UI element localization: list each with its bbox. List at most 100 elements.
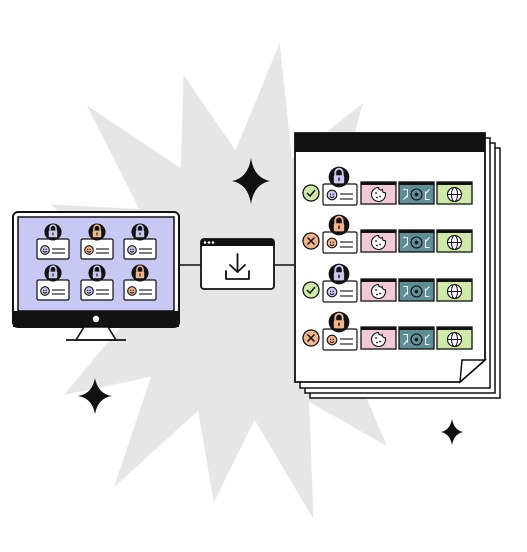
lock-shackle: [93, 224, 101, 232]
document-folded-corner: [459, 359, 487, 384]
globe-icon: [446, 186, 463, 203]
face-avatar: [40, 245, 50, 255]
profile-card[interactable]: [80, 264, 114, 301]
lock-shackle: [49, 224, 57, 232]
profile-card: [322, 311, 358, 351]
cookie-chip: [379, 195, 381, 198]
lock-icon: [328, 311, 350, 333]
web-category[interactable]: [436, 229, 473, 253]
lock-keyhole: [52, 273, 54, 277]
cookie-icon: [370, 331, 387, 348]
lock-icon: [131, 223, 149, 241]
lock-keyhole: [139, 273, 141, 277]
tracker-category[interactable]: [398, 326, 435, 350]
profile-card[interactable]: [80, 223, 114, 260]
face-mouth: [42, 291, 48, 294]
face-avatar: [326, 286, 338, 298]
lock-keyhole: [338, 322, 340, 327]
download-window[interactable]: [200, 238, 275, 290]
tracker-icon: [403, 236, 430, 249]
report-row[interactable]: [302, 263, 473, 303]
monitor: [12, 211, 180, 341]
face-mouth: [129, 250, 135, 253]
face-circle: [326, 286, 338, 298]
globe-icon: [446, 283, 463, 300]
cookie-chip: [375, 240, 377, 242]
tracker-traces: [403, 334, 430, 345]
face-circle: [127, 286, 137, 296]
cookie-category[interactable]: [360, 326, 397, 350]
tracker-traces: [403, 286, 430, 297]
lock-shackle: [49, 265, 57, 273]
face-mouth: [329, 293, 335, 295]
web-category[interactable]: [436, 326, 473, 350]
cookie-chip: [376, 196, 378, 199]
cross-mark: [306, 333, 316, 343]
category-tile-bar: [361, 182, 396, 185]
tracker-category[interactable]: [398, 278, 435, 302]
lock-icon: [88, 223, 106, 241]
cookie-category[interactable]: [360, 278, 397, 302]
tracker-icon: [403, 285, 430, 298]
check-icon: [302, 281, 320, 299]
face-circle: [326, 237, 338, 249]
profile-card[interactable]: [123, 223, 157, 260]
face-avatar: [84, 245, 94, 255]
lock-shackle: [334, 215, 344, 224]
cookie-chip: [379, 243, 381, 246]
lock-shackle: [334, 167, 344, 176]
web-category[interactable]: [436, 278, 473, 302]
tracker-category[interactable]: [398, 229, 435, 253]
status-circle: [302, 184, 320, 202]
profile-card[interactable]: [36, 223, 70, 260]
tracker-ring: [410, 285, 423, 298]
document-header-bar: [295, 133, 485, 152]
profile-card[interactable]: [123, 264, 157, 301]
profile-card[interactable]: [36, 264, 70, 301]
profile-card: [322, 214, 358, 254]
cookie-icon: [370, 234, 387, 251]
download-icon: [225, 253, 250, 280]
face-avatar: [127, 286, 137, 296]
lock-keyhole: [52, 232, 54, 236]
face-circle: [40, 245, 50, 255]
lock-icon: [44, 264, 62, 282]
face-mouth: [42, 250, 48, 253]
globe-icon: [446, 234, 463, 251]
cookie-chip: [376, 341, 378, 344]
report-row[interactable]: [302, 166, 473, 206]
lock-shackle: [334, 264, 344, 273]
cross-icon: [302, 232, 320, 250]
power-button[interactable]: [92, 315, 100, 323]
category-tile-bar: [399, 279, 434, 282]
cookie-chip: [375, 192, 377, 194]
face-circle: [127, 245, 137, 255]
report-row[interactable]: [302, 311, 473, 351]
lock-icon: [328, 263, 350, 285]
monitor-tiles: [36, 223, 157, 301]
cookie-category[interactable]: [360, 229, 397, 253]
tracker-ring: [410, 333, 423, 346]
face-circle: [326, 334, 338, 346]
cookie-icon: [370, 283, 387, 300]
category-tile-bar: [399, 182, 434, 185]
lock-keyhole: [338, 177, 340, 182]
lock-icon: [328, 214, 350, 236]
monitor-stand: [74, 326, 118, 341]
tracker-dot: [414, 192, 419, 197]
tracker-category[interactable]: [398, 181, 435, 205]
lock-icon: [131, 264, 149, 282]
report-row[interactable]: [302, 214, 473, 254]
cookie-shape: [370, 234, 387, 251]
sparkle-icon: [232, 158, 270, 204]
cookie-category[interactable]: [360, 181, 397, 205]
face-mouth: [329, 196, 335, 198]
tracker-ring: [410, 188, 423, 201]
lock-keyhole: [338, 225, 340, 230]
face-mouth: [329, 244, 335, 246]
window-dot: [207, 241, 211, 244]
cross-mark: [306, 236, 316, 246]
face-avatar: [326, 189, 338, 201]
web-category[interactable]: [436, 181, 473, 205]
